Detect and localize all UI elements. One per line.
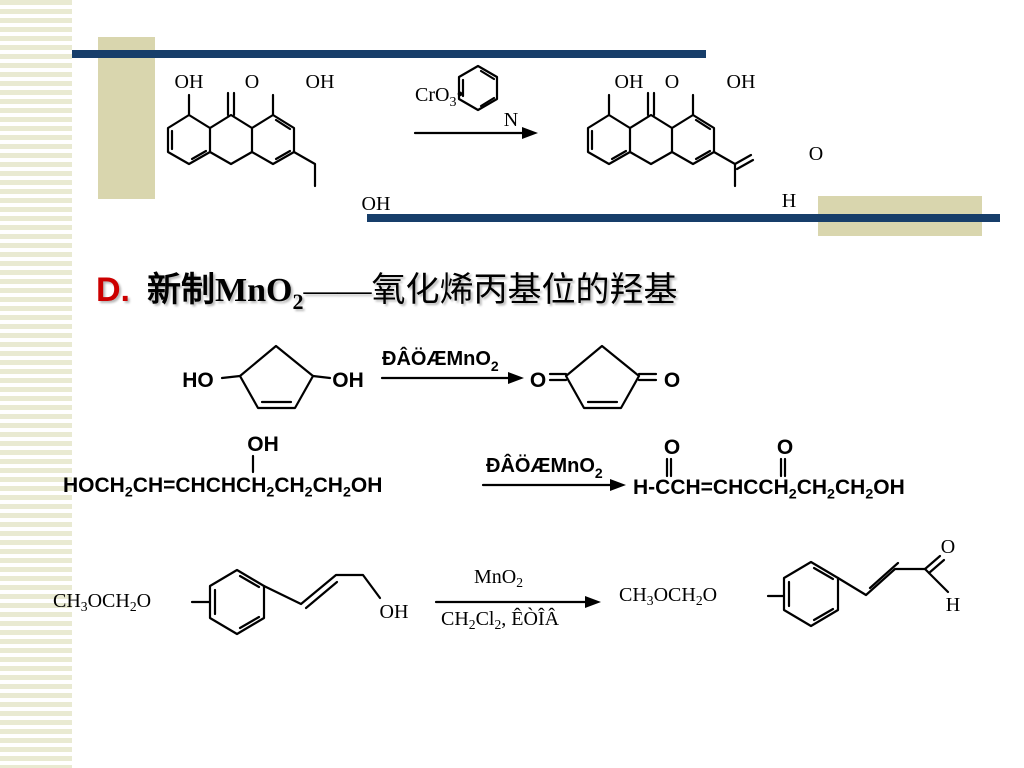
cyclopentenediol-structure — [220, 344, 332, 410]
cyclopentenedione-structure — [548, 344, 658, 410]
r4-reagent-top: MnO2 — [474, 566, 524, 591]
anthrone-reactant-structure — [166, 91, 317, 188]
r4-reactant-formula: CH3OCH2O — [53, 590, 152, 615]
r1-right-oh2-label: OH — [727, 71, 756, 93]
r1-cho-o-label: O — [809, 143, 823, 165]
r4-aldehyde-h-label: H — [946, 594, 960, 616]
section-letter: D. — [96, 271, 130, 309]
r2-oh-label: OH — [332, 369, 364, 392]
r1-reagent-label: CrO3• — [415, 84, 463, 110]
methoxymethoxy-cinnamaldehyde-structure — [766, 554, 950, 628]
r3-product-formula: H-CCH=CHCCH2CH2CH2OH — [633, 476, 905, 503]
bottom-rule — [367, 214, 1000, 222]
r1-left-oh1-label: OH — [175, 71, 204, 93]
r1-left-oh2-label: OH — [306, 71, 335, 93]
top-rule — [72, 50, 706, 58]
r1-left-ch2oh-label: OH — [362, 193, 391, 215]
r4-oh-label: OH — [380, 601, 409, 623]
pyridine-n-label: N — [504, 109, 518, 131]
r2-ho-label: HO — [182, 369, 214, 392]
r4-reagent-bottom: CH2Cl2, ÊÒÎÂ — [441, 608, 560, 633]
r1-left-o-label: O — [245, 71, 259, 93]
r1-right-oh1-label: OH — [615, 71, 644, 93]
r3-o1-label: O — [664, 436, 680, 459]
r2-o2-label: O — [664, 369, 680, 392]
arrowheads — [508, 127, 626, 608]
top-accent-block — [98, 37, 155, 199]
methoxymethoxy-cinnamyl-alcohol-structure — [190, 568, 382, 636]
r3-reagent-label: ÐÂÖÆMnO2 — [486, 453, 603, 481]
r3-reactant-formula: HOCH2CH=CHCHCH2CH2CH2OH — [63, 474, 383, 501]
section-heading: D. 新制MnO2——氧化烯丙基位的羟基 — [96, 262, 677, 315]
r1-cho-h-label: H — [782, 190, 796, 212]
heading-description: ——氧化烯丙基位的羟基 — [303, 272, 678, 309]
left-stripe-pattern — [0, 0, 72, 768]
reagent-subscript: 2 — [292, 288, 304, 314]
r3-oh-label: OH — [247, 433, 279, 456]
r4-aldehyde-o-label: O — [941, 536, 955, 558]
anthrone-aldehyde-product-structure — [586, 91, 755, 188]
reagent-name: 新制MnO — [147, 272, 293, 309]
r4-product-formula: CH3OCH2O — [619, 584, 718, 609]
r3-o2-label: O — [777, 436, 793, 459]
r2-o1-label: O — [530, 369, 546, 392]
pyridine-structure — [457, 64, 499, 112]
r1-right-o-label: O — [665, 71, 679, 93]
r2-reagent-label: ÐÂÖÆMnO2 — [382, 346, 499, 374]
